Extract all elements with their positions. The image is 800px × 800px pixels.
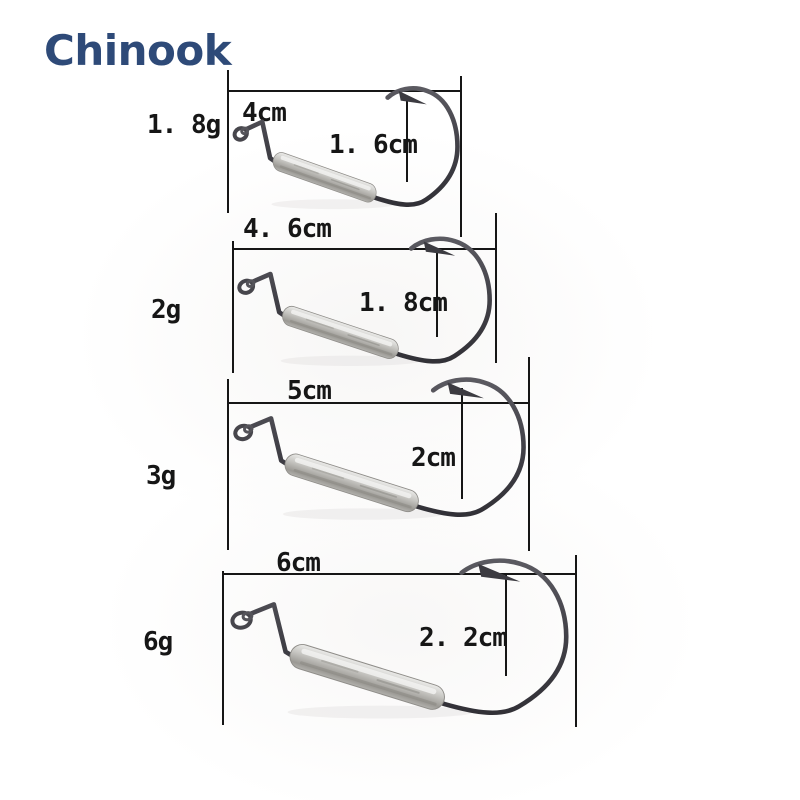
length-dimension-line	[227, 402, 529, 404]
hook-photo	[236, 236, 492, 368]
length-dimension-line	[232, 248, 497, 250]
length-tick-right	[495, 213, 497, 363]
length-tick-left	[227, 70, 229, 213]
gap-label: 2cm	[411, 443, 456, 473]
length-label: 6cm	[276, 548, 321, 578]
gap-dimension-line	[406, 101, 408, 182]
gap-dimension-line	[505, 574, 507, 676]
length-tick-right	[528, 357, 530, 551]
gap-dimension-line	[461, 388, 463, 499]
gap-label: 1. 6cm	[329, 130, 418, 160]
weight-label: 3g	[146, 461, 176, 491]
weight-label: 6g	[143, 627, 173, 657]
gap-label: 2. 2cm	[419, 623, 508, 653]
length-label: 4. 6cm	[243, 214, 332, 244]
gap-label: 1. 8cm	[359, 288, 448, 318]
length-tick-left	[222, 571, 224, 725]
length-tick-right	[460, 76, 462, 237]
hook-photo	[224, 551, 576, 721]
hook-photo	[231, 86, 460, 211]
length-tick-right	[575, 555, 577, 727]
length-dimension-line	[222, 573, 576, 575]
hook-photo	[228, 371, 532, 522]
brand-logo: Chinook	[44, 26, 232, 75]
gap-dimension-line	[436, 249, 438, 337]
weight-label: 2g	[151, 295, 181, 325]
weight-label: 1. 8g	[147, 110, 221, 140]
length-dimension-line	[227, 90, 462, 92]
length-tick-left	[232, 241, 234, 373]
length-tick-left	[227, 379, 229, 550]
length-label: 5cm	[287, 376, 332, 406]
